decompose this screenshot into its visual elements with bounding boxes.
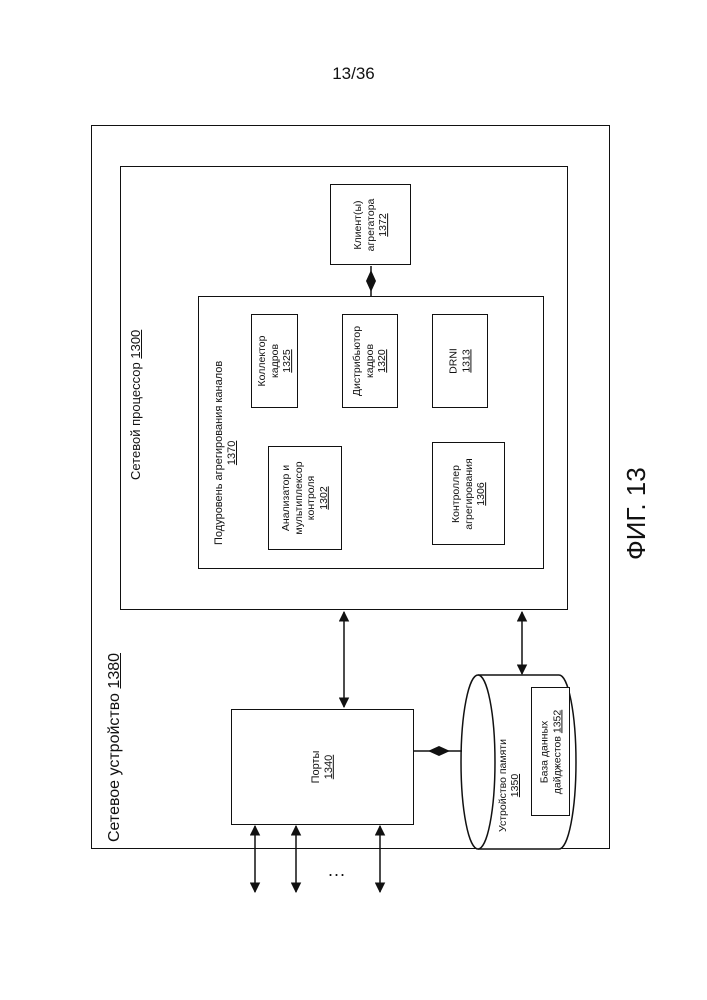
more-ports-ellipsis: ... — [328, 860, 346, 881]
digest-database-label: База данных дайджестов 1352 — [538, 709, 563, 793]
memory-device-label: Устройство памяти 1350 — [497, 739, 521, 832]
clients-sublayer-diamond — [366, 270, 376, 292]
digest-database-box: База данных дайджестов 1352 — [531, 687, 570, 816]
ports-memory-diamond — [428, 746, 450, 756]
figure-label: ФИГ. 13 — [621, 467, 652, 560]
